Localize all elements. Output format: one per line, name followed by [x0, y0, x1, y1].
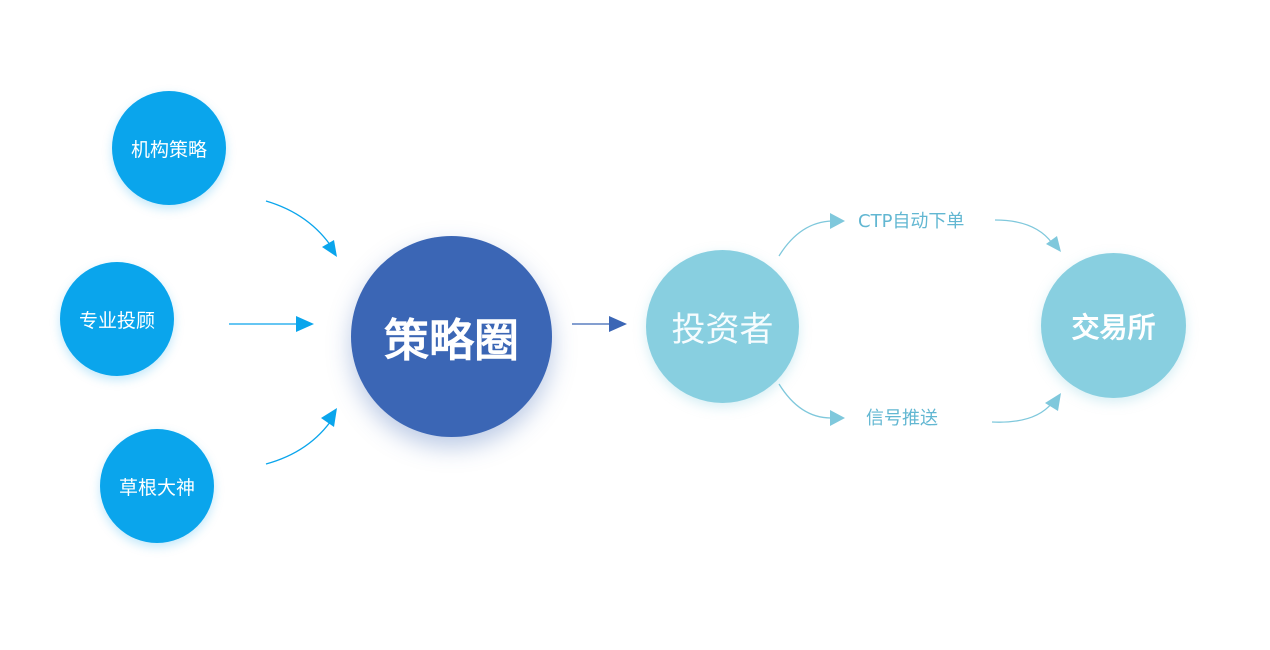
hub-label: 策略圈 [383, 314, 519, 367]
node-exchange: 交易所 [1041, 253, 1186, 398]
node-label: 专业投顾 [78, 309, 155, 332]
route-label-ctp-auto-order: CTP自动下单 [858, 211, 965, 232]
route-label-signal-push: 信号推送 [866, 408, 938, 429]
arrow-ctp-to-exchange [994, 219, 1053, 244]
arrow-investor-to-signal [778, 383, 832, 419]
exchange-label: 交易所 [1071, 310, 1156, 344]
arrow-src0-to-hub [265, 200, 334, 250]
node-strategy-circle: 策略圈 [351, 236, 552, 437]
arrowhead-signal [830, 410, 845, 426]
node-institutional-strategy: 机构策略 [112, 91, 226, 205]
investor-label: 投资者 [671, 310, 774, 350]
node-label: 机构策略 [130, 138, 207, 161]
arrowhead-hub-investor [609, 316, 627, 332]
node-investor: 投资者 [646, 250, 799, 403]
arrow-src2-to-hub [265, 417, 334, 465]
arrow-investor-to-ctp [778, 220, 833, 257]
arrowhead-exchange-top [1046, 236, 1061, 252]
arrowhead-ctp [830, 213, 845, 229]
node-label: 草根大神 [118, 476, 195, 499]
arrowhead-src0 [322, 240, 337, 257]
node-professional-advisor: 专业投顾 [60, 262, 174, 376]
arrowhead-src2 [321, 408, 337, 427]
arrow-signal-to-exchange [991, 402, 1053, 423]
arrowhead-exchange-bottom [1045, 393, 1061, 411]
arrowhead-src1 [296, 316, 314, 332]
node-grassroots-expert: 草根大神 [100, 429, 214, 543]
